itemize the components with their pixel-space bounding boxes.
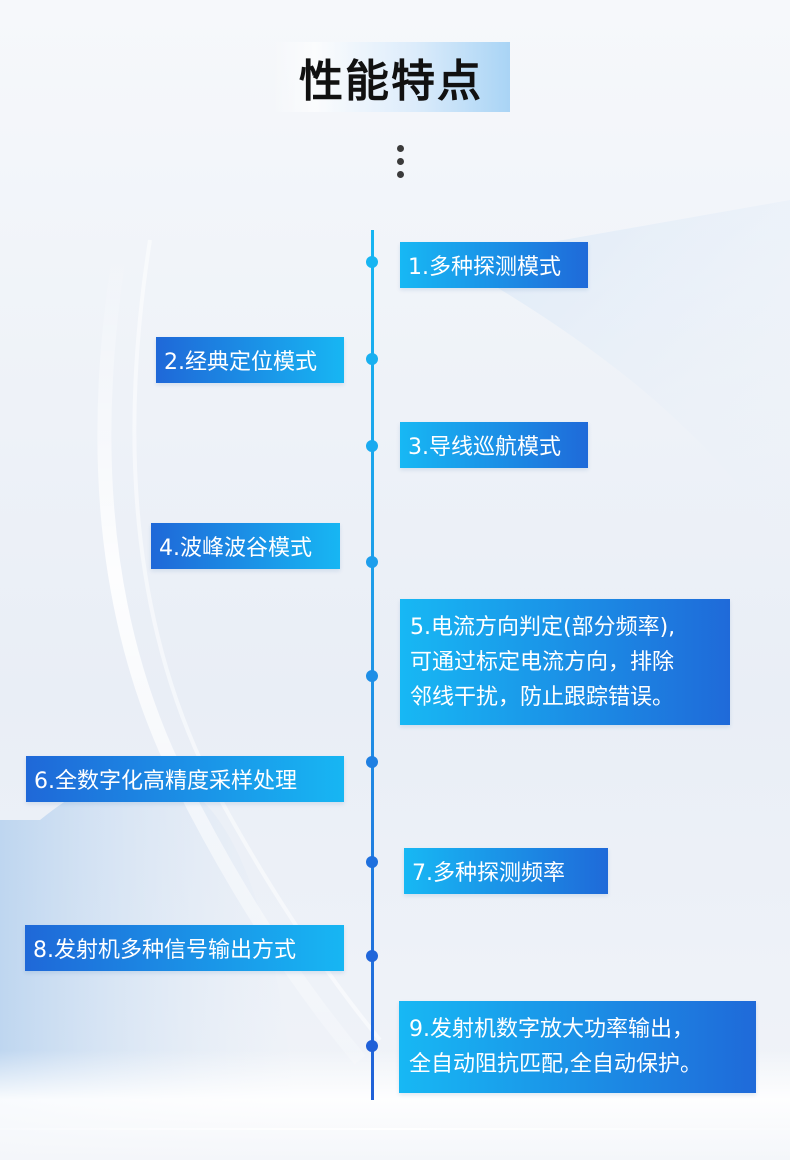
- timeline-node: [366, 856, 378, 868]
- feature-label: 4.波峰波谷模式: [159, 536, 312, 561]
- feature-label: 1.多种探测模式: [408, 255, 561, 280]
- feature-card-8: 8.发射机多种信号输出方式: [25, 925, 344, 971]
- timeline-node: [366, 353, 378, 365]
- feature-card-7: 7.多种探测频率: [404, 848, 608, 894]
- feature-card-5: 5.电流方向判定(部分频率), 可通过标定电流方向，排除 邻线干扰，防止跟踪错误…: [400, 599, 730, 725]
- title-banner: 性能特点: [272, 42, 510, 112]
- timeline-node: [366, 556, 378, 568]
- timeline-node: [366, 756, 378, 768]
- feature-card-1: 1.多种探测模式: [400, 242, 588, 288]
- feature-label: 2.经典定位模式: [164, 350, 317, 375]
- timeline-line: [371, 230, 374, 1100]
- feature-label: 7.多种探测频率: [412, 861, 565, 886]
- feature-label: 8.发射机多种信号输出方式: [33, 938, 296, 963]
- feature-label: 9.发射机数字放大功率输出， 全自动阻抗匹配,全自动保护。: [409, 1017, 702, 1077]
- more-dots-icon: [396, 145, 406, 181]
- feature-card-3: 3.导线巡航模式: [400, 422, 588, 468]
- timeline-node: [366, 670, 378, 682]
- timeline-node: [366, 1040, 378, 1052]
- feature-card-9: 9.发射机数字放大功率输出， 全自动阻抗匹配,全自动保护。: [399, 1001, 756, 1093]
- timeline-node: [366, 440, 378, 452]
- feature-label: 6.全数字化高精度采样处理: [34, 769, 297, 794]
- feature-label: 3.导线巡航模式: [408, 435, 561, 460]
- feature-card-6: 6.全数字化高精度采样处理: [26, 756, 344, 802]
- floor-line: [0, 1128, 790, 1130]
- feature-card-4: 4.波峰波谷模式: [151, 523, 340, 569]
- feature-card-2: 2.经典定位模式: [156, 337, 344, 383]
- feature-label: 5.电流方向判定(部分频率), 可通过标定电流方向，排除 邻线干扰，防止跟踪错误…: [410, 614, 676, 710]
- page-title: 性能特点: [299, 56, 483, 107]
- timeline-node: [366, 256, 378, 268]
- timeline-node: [366, 950, 378, 962]
